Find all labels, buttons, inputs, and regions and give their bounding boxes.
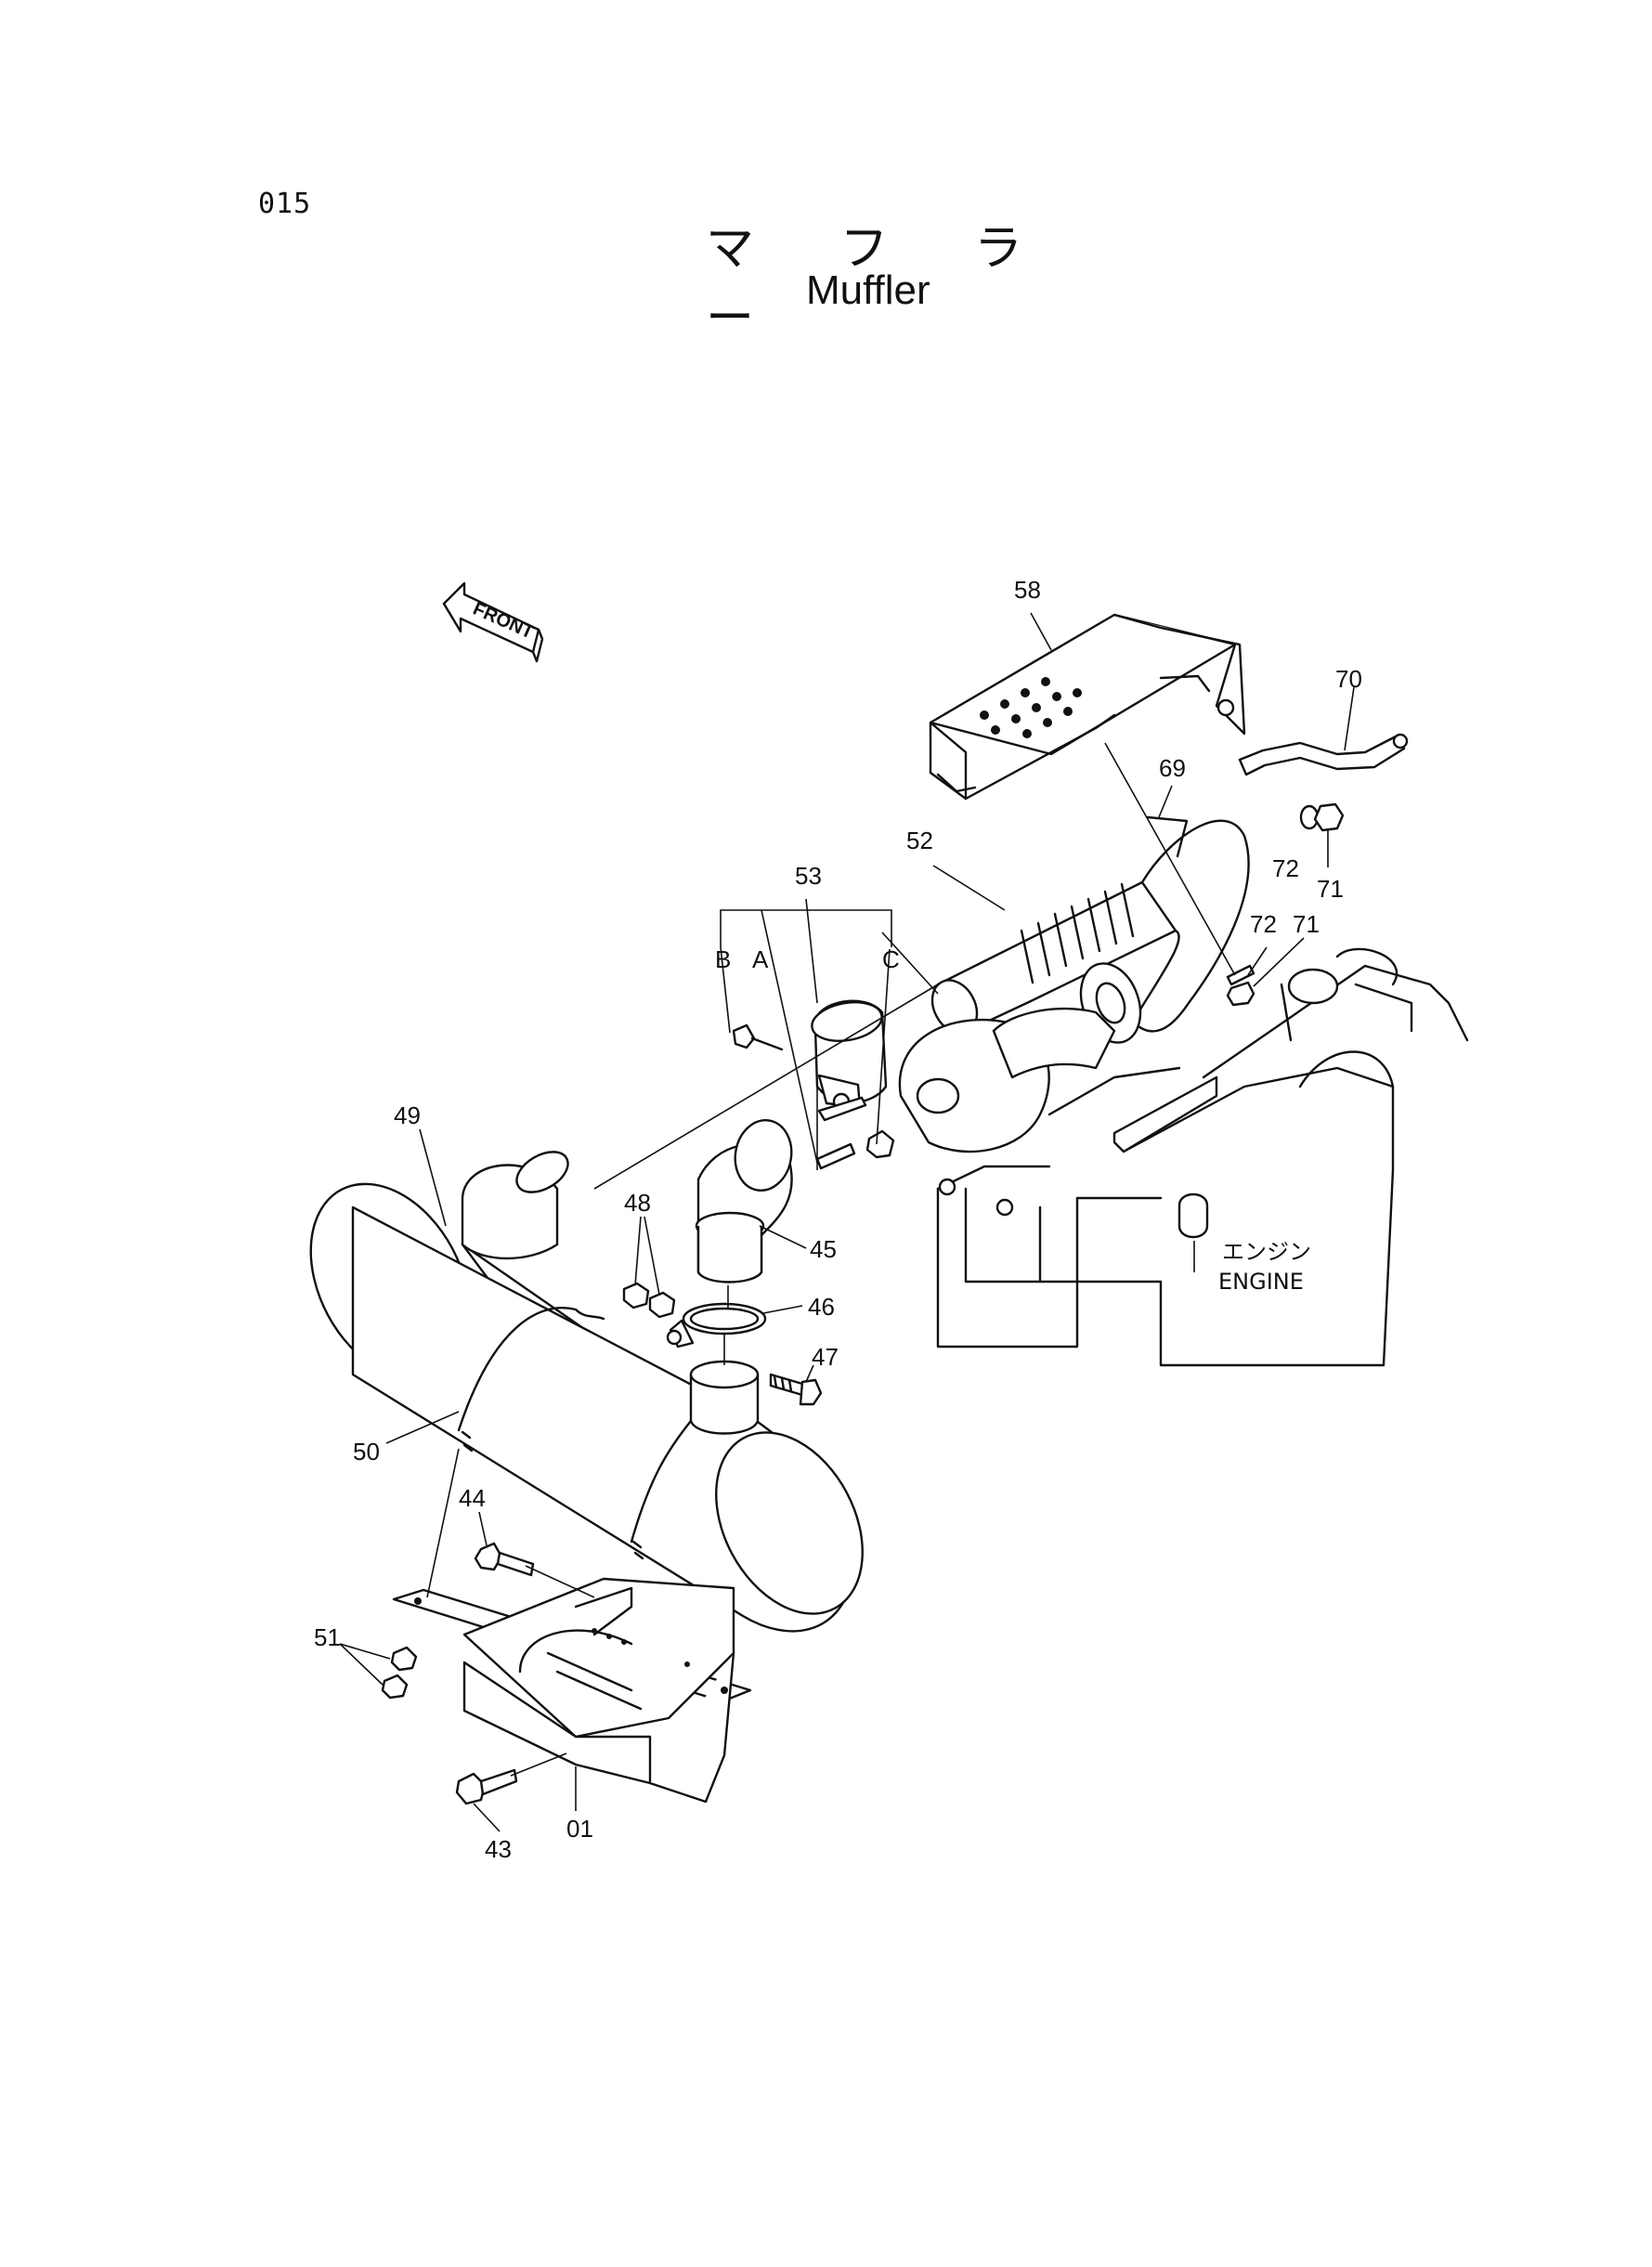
part-58-heat-cover bbox=[929, 613, 1246, 801]
callout-51: 51 bbox=[314, 1623, 341, 1651]
part-46-band-clamp bbox=[666, 1302, 767, 1348]
title-japanese: マ フ ラ ー bbox=[706, 221, 1059, 346]
callout-B: B bbox=[715, 945, 731, 973]
callout-53: 53 bbox=[795, 862, 822, 890]
callout-70: 70 bbox=[1335, 665, 1362, 693]
callout-46: 46 bbox=[808, 1293, 835, 1321]
callout-72-lower: 72 bbox=[1250, 910, 1277, 938]
assembly-lines bbox=[426, 932, 939, 1777]
part-50-straps bbox=[457, 1307, 693, 1560]
part-48-nuts bbox=[622, 1282, 676, 1319]
callout-45: 45 bbox=[810, 1235, 837, 1263]
engine-label-japanese: エンジン bbox=[1222, 1239, 1311, 1265]
front-arrow-marker: FRONT bbox=[442, 581, 544, 663]
callout-44: 44 bbox=[459, 1484, 486, 1512]
title-english: Muffler bbox=[806, 267, 930, 313]
part-47-bolt bbox=[769, 1373, 823, 1406]
callout-49: 49 bbox=[394, 1101, 421, 1129]
callout-71-upper: 71 bbox=[1317, 875, 1344, 903]
callout-71-lower: 71 bbox=[1293, 910, 1320, 938]
callout-43: 43 bbox=[485, 1835, 512, 1863]
engine-block bbox=[936, 947, 1469, 1367]
engine-label-english: ENGINE bbox=[1218, 1269, 1304, 1295]
part-72-71-lower bbox=[1104, 742, 1255, 1007]
part-01-bracket bbox=[392, 1577, 752, 1804]
part-43-bolt bbox=[455, 1768, 518, 1805]
callout-69: 69 bbox=[1159, 754, 1186, 782]
callout-58: 58 bbox=[1014, 576, 1041, 604]
part-70-bracket bbox=[1238, 733, 1409, 776]
leader-lines bbox=[339, 612, 1355, 1832]
engine-label: エンジン ENGINE bbox=[1218, 1239, 1311, 1295]
callout-72-upper: 72 bbox=[1272, 854, 1299, 882]
callout-C: C bbox=[882, 945, 900, 973]
callout-labels: 58 70 69 52 53 B A C 72 71 72 71 49 48 4… bbox=[314, 576, 1362, 1863]
callout-52: 52 bbox=[906, 827, 933, 854]
callout-47: 47 bbox=[812, 1343, 839, 1371]
callout-50: 50 bbox=[353, 1438, 380, 1466]
callout-01: 01 bbox=[566, 1815, 593, 1843]
part-51-nuts bbox=[381, 1646, 418, 1700]
callout-48: 48 bbox=[624, 1189, 651, 1217]
part-72-71-upper bbox=[1299, 802, 1345, 867]
part-45-elbow bbox=[695, 1119, 793, 1283]
page-number: 015 bbox=[258, 188, 312, 220]
part-49-muffler bbox=[309, 1151, 864, 1633]
callout-A: A bbox=[752, 945, 769, 973]
turbocharger bbox=[898, 1007, 1181, 1153]
part-52-exhaust-pipe bbox=[930, 815, 1250, 1044]
part-44-bolt bbox=[474, 1542, 535, 1577]
